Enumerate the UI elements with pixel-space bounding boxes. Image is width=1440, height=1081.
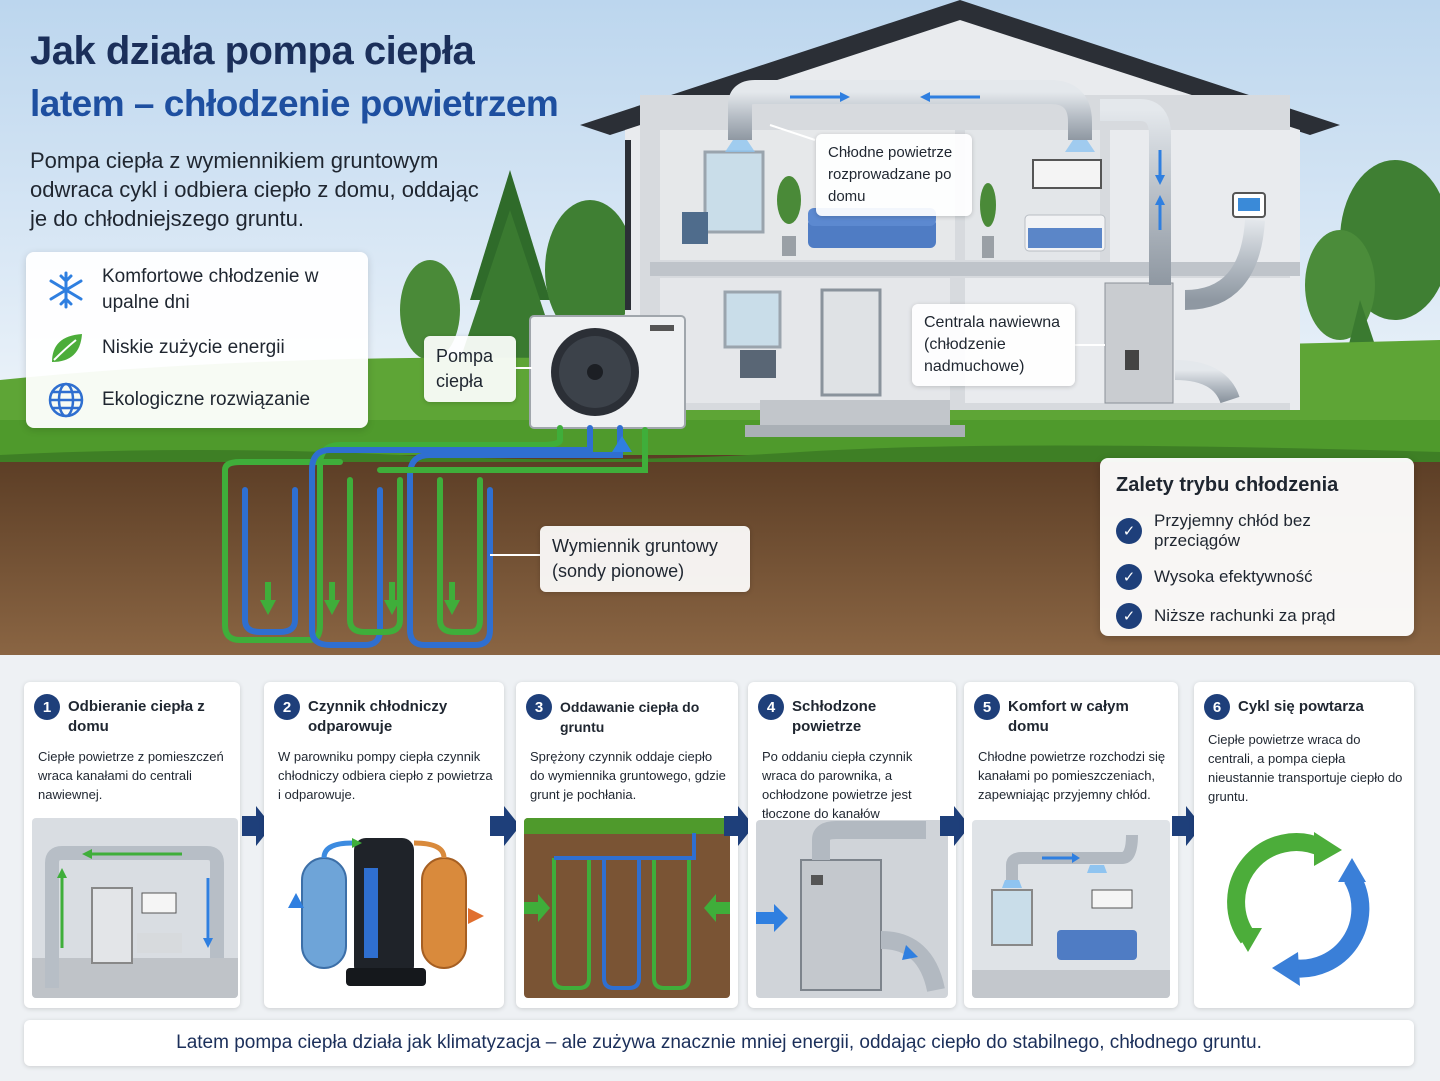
advantage-text: Niższe rachunki za prąd — [1154, 606, 1336, 625]
advantages-title: Zalety trybu chłodzenia — [1116, 474, 1339, 496]
callout-heat-pump: Pompa ciepła — [424, 336, 516, 402]
step-number: 5 — [974, 694, 1000, 720]
step-title: Cykl się powtarza — [1238, 698, 1364, 715]
benefit-item: Ekologiczne rozwiązanie — [46, 380, 352, 420]
title-block: Jak działa pompa ciepła latem – chłodzen… — [30, 28, 590, 233]
check-icon: ✓ — [1116, 603, 1142, 629]
step-description: Ciepłe powietrze z pomieszczeń wraca kan… — [38, 749, 224, 802]
leaf-icon — [52, 334, 82, 362]
arrow-right-icon — [490, 806, 520, 846]
step-number: 4 — [758, 694, 784, 720]
benefit-text: Niskie zużycie energii — [102, 337, 285, 358]
cycle-arrows-icon — [1202, 818, 1406, 998]
check-icon: ✓ — [1116, 518, 1142, 544]
advantage-text: Wysoka efektywność — [1154, 567, 1313, 586]
arrow-right-icon — [940, 806, 970, 846]
advantage-item: ✓ Niższe rachunki za prąd — [1116, 603, 1400, 629]
check-icon: ✓ — [1116, 564, 1142, 590]
loop-arrows — [260, 436, 632, 615]
globe-icon — [48, 382, 84, 418]
callout-cool-air: Chłodne powietrze rozprowadzane po domu — [816, 134, 972, 216]
callout-air-handler: Centrala nawiewna (chłodzenie nadmuchowe… — [912, 304, 1075, 386]
advantage-item: ✓ Przyjemny chłód bez przeciągów — [1116, 511, 1400, 551]
footer-banner: Latem pompa ciepła działa jak klimatyzac… — [24, 1020, 1414, 1066]
step-illustration — [272, 818, 496, 998]
step-description: Ciepłe powietrze wraca do centrali, a po… — [1208, 732, 1403, 804]
step-title: Oddawanie ciepła do gruntu — [560, 699, 700, 735]
step-illustration — [1202, 818, 1406, 998]
step-card-6: 6 Cykl się powtarza Ciepłe powietrze wrac… — [1194, 682, 1414, 1008]
step-title: Schłodzone powietrze — [792, 698, 877, 735]
step-title: Czynnik chłodniczy odparowuje — [308, 698, 448, 735]
leader-lines — [490, 124, 1105, 556]
compressor-illustration — [272, 818, 496, 998]
steps-row: 1 Odbieranie ciepła z domu Ciepłe powietr… — [24, 682, 1416, 1008]
step-number: 1 — [34, 694, 60, 720]
step-card-5: 5 Komfort w całym domu Chłodne powietrze … — [964, 682, 1178, 1008]
arrow-right-icon — [242, 806, 272, 846]
advantages-panel: Zalety trybu chłodzenia ✓ Przyjemny chłód… — [1100, 458, 1414, 636]
air-handler-illustration — [756, 820, 948, 998]
step-card-1: 1 Odbieranie ciepła z domu Ciepłe powietr… — [24, 682, 240, 1008]
room-duct-illustration — [32, 818, 238, 998]
step-number: 2 — [274, 694, 300, 720]
step-illustration — [524, 818, 730, 998]
arrow-right-icon — [1172, 806, 1202, 846]
page-title: Jak działa pompa ciepła — [30, 29, 475, 73]
ground-loop-illustration — [524, 818, 730, 998]
step-card-2: 2 Czynnik chłodniczy odparowuje W parowni… — [264, 682, 504, 1008]
step-illustration — [756, 820, 948, 998]
step-title: Odbieranie ciepła z domu — [68, 698, 205, 735]
step-title: Komfort w całym domu — [1008, 698, 1129, 735]
outdoor-unit — [529, 315, 686, 429]
house-illustration — [0, 0, 1440, 655]
step-description: W parowniku pompy ciepła czynnik chłodni… — [278, 749, 493, 802]
advantage-text: Przyjemny chłód bez przeciągów — [1154, 511, 1311, 550]
page-subtitle: latem – chłodzenie powietrzem — [30, 83, 559, 124]
step-number: 3 — [526, 694, 552, 720]
benefit-text: Komfortowe chłodzenie w upalne dni — [102, 266, 319, 313]
benefits-panel: Komfortowe chłodzenie w upalne dni Niski… — [26, 252, 368, 428]
step-illustration — [972, 820, 1170, 998]
intro-text: Pompa ciepła z wymiennikiem gruntowym od… — [30, 148, 479, 231]
step-description: Chłodne powietrze rozchodzi się kanałami… — [978, 749, 1166, 802]
step-number: 6 — [1204, 694, 1230, 720]
benefit-text: Ekologiczne rozwiązanie — [102, 389, 311, 410]
duct-system — [725, 80, 1265, 404]
benefit-item: Komfortowe chłodzenie w upalne dni — [46, 264, 352, 316]
ground-loops — [222, 425, 648, 648]
snowflake-icon — [49, 271, 83, 309]
footer-text: Latem pompa ciepła działa jak klimatyzac… — [176, 1032, 1262, 1053]
step-card-3: 3 Oddawanie ciepła do gruntu Sprężony czy… — [516, 682, 738, 1008]
benefit-item: Niskie zużycie energii — [46, 328, 352, 368]
step-illustration — [32, 818, 238, 998]
tree-left — [400, 170, 635, 360]
house-scene: Jak działa pompa ciepła latem – chłodzen… — [0, 0, 1440, 655]
advantage-item: ✓ Wysoka efektywność — [1116, 564, 1400, 590]
step-description: Sprężony czynnik oddaje ciepło do wymien… — [530, 749, 726, 802]
callout-ground-exchanger: Wymiennik gruntowy (sondy pionowe) — [540, 526, 750, 592]
arrow-right-icon — [724, 806, 754, 846]
living-room-illustration — [972, 820, 1170, 998]
